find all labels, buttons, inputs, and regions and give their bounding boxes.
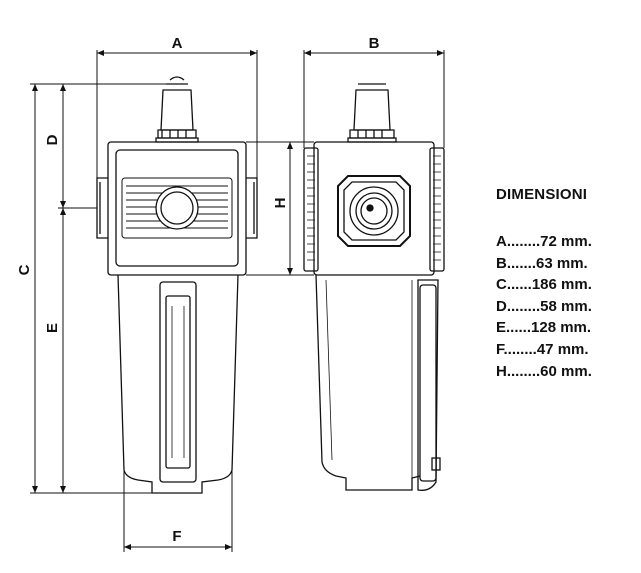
legend-title: DIMENSIONI [496, 186, 588, 203]
front-view [96, 76, 258, 494]
legend-row-a: A........72 mm. [496, 233, 592, 250]
dim-label-d: D [44, 134, 61, 145]
dimension-lines [30, 50, 445, 552]
side-bowl [315, 274, 441, 491]
dim-label-a: A [172, 35, 183, 52]
dimensions-legend: DIMENSIONI A........72 mm. B.......63 mm… [496, 186, 592, 382]
dim-label-h: H [272, 198, 289, 209]
front-body [96, 141, 258, 276]
dim-label-c: C [16, 264, 33, 275]
front-knob [155, 76, 199, 143]
legend-row-c: C......186 mm. [496, 276, 592, 294]
legend-row-h: H........60 mm. [496, 362, 592, 380]
dim-label-b: B [369, 35, 380, 52]
legend-row-d: D........58 mm. [496, 297, 592, 315]
legend-row-e: E......128 mm. [496, 319, 592, 337]
side-knob [347, 83, 397, 143]
side-body [303, 141, 445, 276]
dim-label-e: E [44, 323, 61, 333]
dim-label-f: F [172, 528, 181, 545]
front-bowl [117, 274, 239, 494]
legend-row-b: B.......63 mm. [496, 254, 588, 272]
legend-row-f: F........47 mm. [496, 340, 589, 358]
side-view [303, 83, 445, 491]
